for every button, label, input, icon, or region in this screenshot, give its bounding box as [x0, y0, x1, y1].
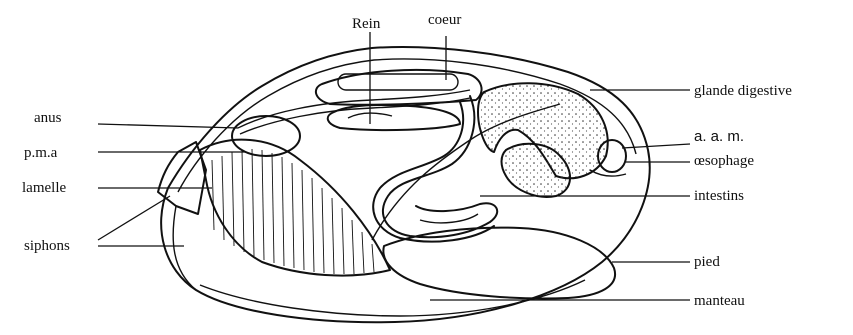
label-siphons: siphons: [24, 238, 70, 254]
label-aam: a. a. m.: [694, 128, 744, 145]
label-intestins: intestins: [694, 188, 744, 204]
siphon-lower: [173, 206, 196, 290]
label-oesophage: œsophage: [694, 153, 754, 169]
shell-outline: [161, 47, 650, 322]
intestine-coil: [420, 214, 478, 223]
heart: [338, 74, 458, 90]
kidney: [328, 105, 460, 130]
label-lamelle: lamelle: [22, 180, 66, 196]
label-glande-digestive: glande digestive: [694, 83, 792, 99]
posterior-adductor-muscle: [232, 116, 300, 156]
label-rein: Rein: [352, 16, 381, 32]
foot: [383, 228, 615, 299]
gill-hatching: [212, 149, 374, 274]
label-pied: pied: [694, 254, 720, 270]
label-manteau: manteau: [694, 293, 745, 309]
label-coeur: coeur: [428, 12, 461, 28]
siphon-shape: [158, 142, 206, 214]
label-anus: anus: [34, 110, 62, 126]
label-pma: p.m.a: [24, 145, 58, 161]
gill-lamelle: [200, 140, 390, 276]
